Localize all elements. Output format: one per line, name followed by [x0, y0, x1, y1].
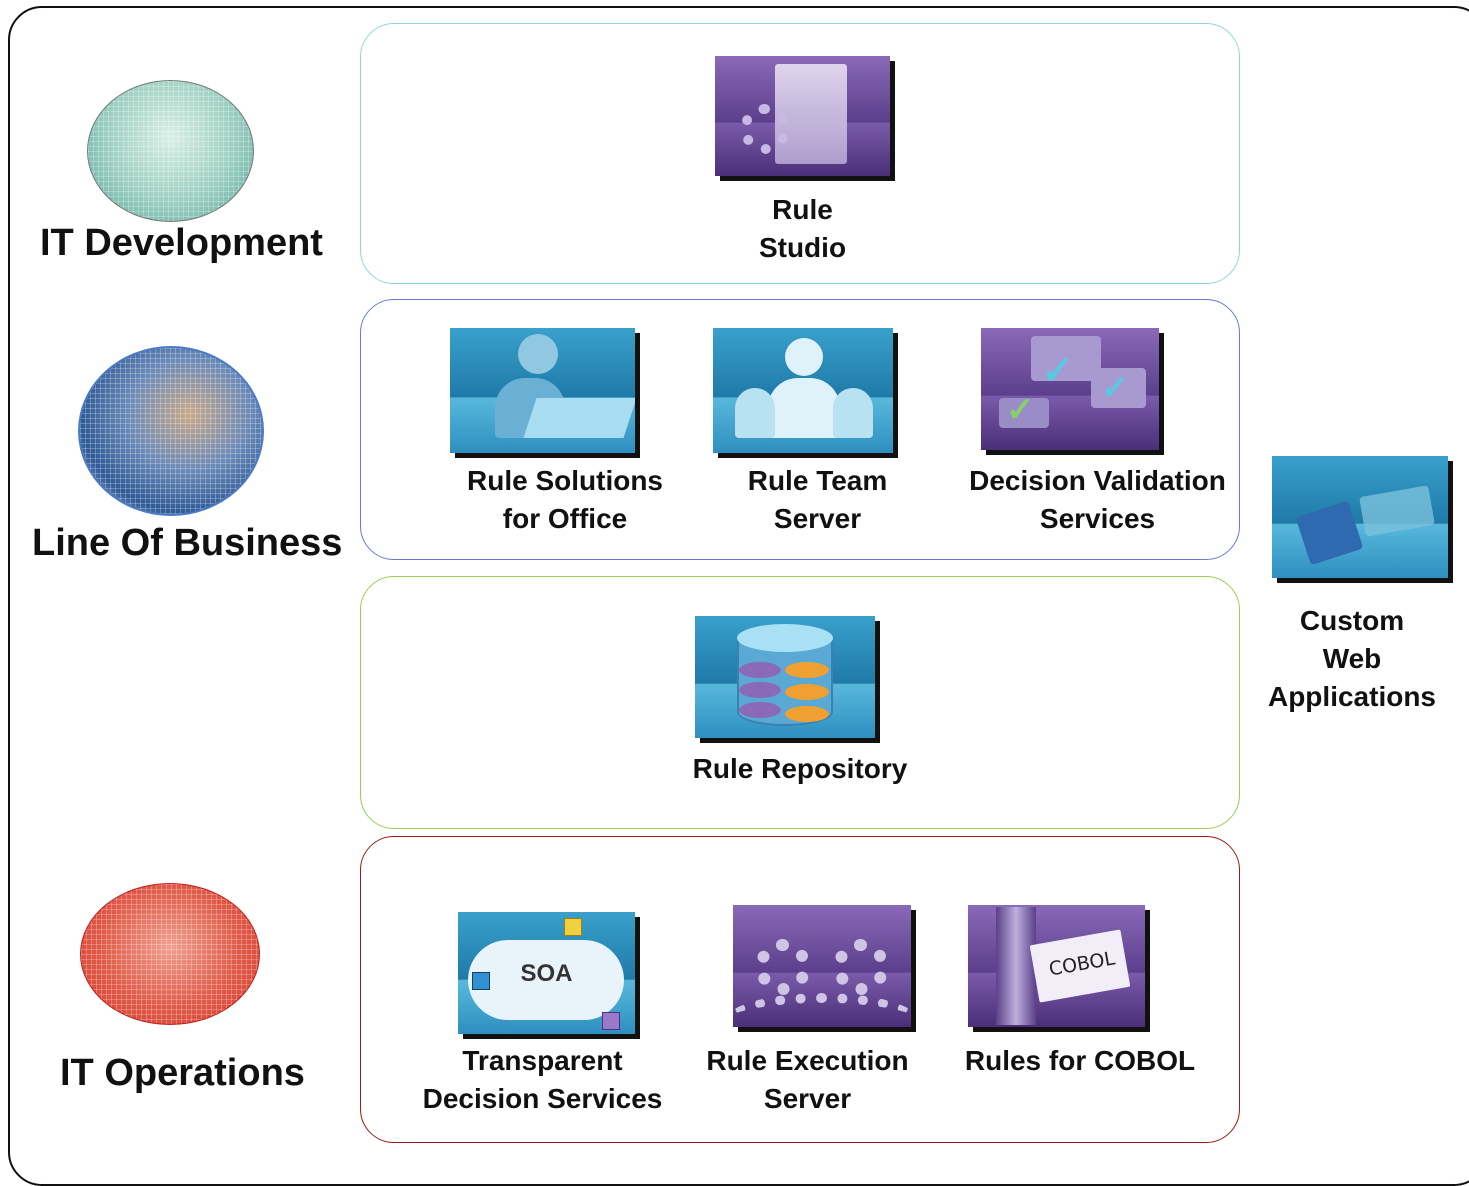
rule-solutions-office-label: Rule Solutions for Office — [467, 465, 663, 534]
rule-studio-icon — [715, 56, 890, 176]
role-it-development: IT Development — [40, 222, 323, 264]
rule-studio-label: Rule Studio — [758, 194, 847, 263]
custom-web-apps-icon — [1272, 456, 1448, 578]
rule-execution-server-icon — [733, 905, 911, 1027]
it-operations-avatar — [80, 883, 260, 1025]
rule-team-server-label: Rule Team Server — [747, 465, 888, 534]
decision-validation-label: Decision Validation Services — [969, 465, 1226, 534]
rules-for-cobol-label: Rules for COBOL — [964, 1045, 1196, 1076]
transparent-decision-label: Transparent Decision Services — [422, 1045, 663, 1114]
band-it-operations — [360, 836, 1240, 1143]
band-it-development — [360, 23, 1240, 284]
rule-repository-label: Rule Repository — [692, 753, 908, 784]
soa-text: SOA — [520, 960, 573, 987]
rule-solutions-office-icon — [450, 328, 635, 453]
role-it-operations: IT Operations — [60, 1052, 305, 1094]
custom-web-apps-label: Custom Web Applications — [1267, 605, 1436, 712]
decision-validation-icon: ✓ ✓ ✓ — [981, 328, 1159, 450]
it-development-avatar — [87, 80, 254, 222]
rule-execution-server-label: Rule Execution Server — [706, 1045, 909, 1114]
rules-for-cobol-icon: COBOL — [968, 905, 1145, 1027]
transparent-decision-icon: SOA — [458, 912, 635, 1034]
band-rule-repository — [360, 576, 1240, 829]
role-line-of-business: Line Of Business — [32, 522, 343, 564]
line-of-business-avatar — [78, 346, 264, 516]
rule-team-server-icon — [713, 328, 893, 453]
rule-repository-icon — [695, 616, 875, 738]
band-line-of-business — [360, 299, 1240, 560]
